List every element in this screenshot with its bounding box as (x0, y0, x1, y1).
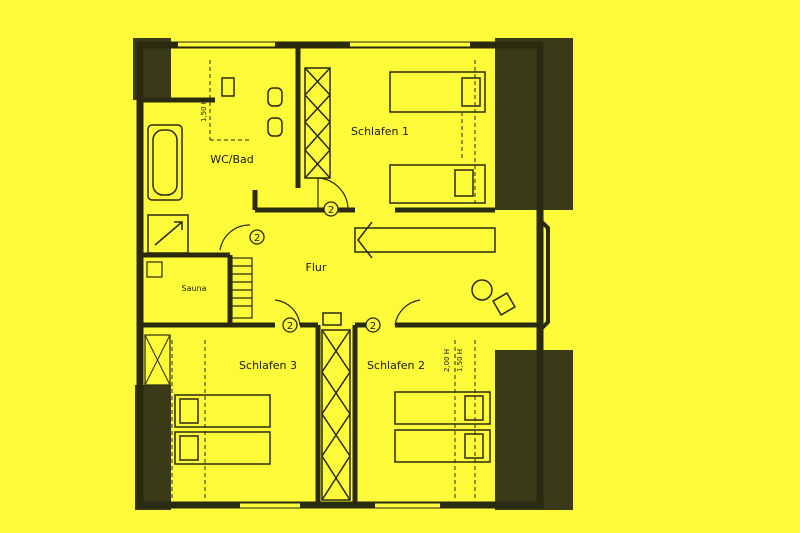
room-label-schlafen-2: Schlafen 2 (367, 359, 425, 372)
door-marker: 2 (249, 229, 265, 245)
ceiling-height-lines (171, 60, 476, 500)
bed-icon (389, 164, 486, 204)
bed-icon (174, 431, 271, 465)
outer-walls (136, 41, 550, 509)
roof-top-right (495, 38, 573, 210)
svg-text:2: 2 (370, 321, 376, 332)
room-label-wc-bad: WC/Bad (210, 153, 254, 166)
sauna-bench (146, 257, 253, 319)
toilet-icon (221, 77, 235, 97)
bathtub-icon (147, 124, 183, 201)
interior-walls (140, 48, 540, 505)
bed-icon (174, 394, 271, 428)
stair-arrow (354, 221, 496, 259)
height-label: 1,50 H (200, 99, 208, 122)
room-label-flur: Flur (306, 261, 327, 274)
bed-icon (389, 71, 486, 113)
svg-text:2: 2 (287, 321, 293, 332)
height-label: 2,00 H (443, 349, 451, 372)
height-label: 1,50 H (456, 349, 464, 372)
chair-icon (492, 292, 516, 316)
wardrobe-icon (321, 329, 351, 501)
door-marker: 2 (282, 317, 298, 333)
door-swings (219, 177, 421, 326)
table-icon (471, 279, 493, 301)
svg-text:2: 2 (328, 205, 334, 216)
svg-text:2: 2 (254, 233, 260, 244)
door-markers: 2 2 2 2 (249, 201, 381, 333)
chimney-icon (322, 312, 342, 326)
door-marker: 2 (323, 201, 339, 217)
room-label-sauna: Sauna (181, 284, 206, 293)
door-marker: 2 (365, 317, 381, 333)
shower-icon (147, 214, 189, 254)
room-label-schlafen-1: Schlafen 1 (351, 125, 409, 138)
bed-icon (394, 391, 491, 425)
cabinet-icon (144, 334, 171, 386)
roof-bottom-right (495, 350, 573, 510)
room-label-schlafen-3: Schlafen 3 (239, 359, 297, 372)
bed-icon (394, 429, 491, 463)
sink-icon (267, 87, 283, 137)
